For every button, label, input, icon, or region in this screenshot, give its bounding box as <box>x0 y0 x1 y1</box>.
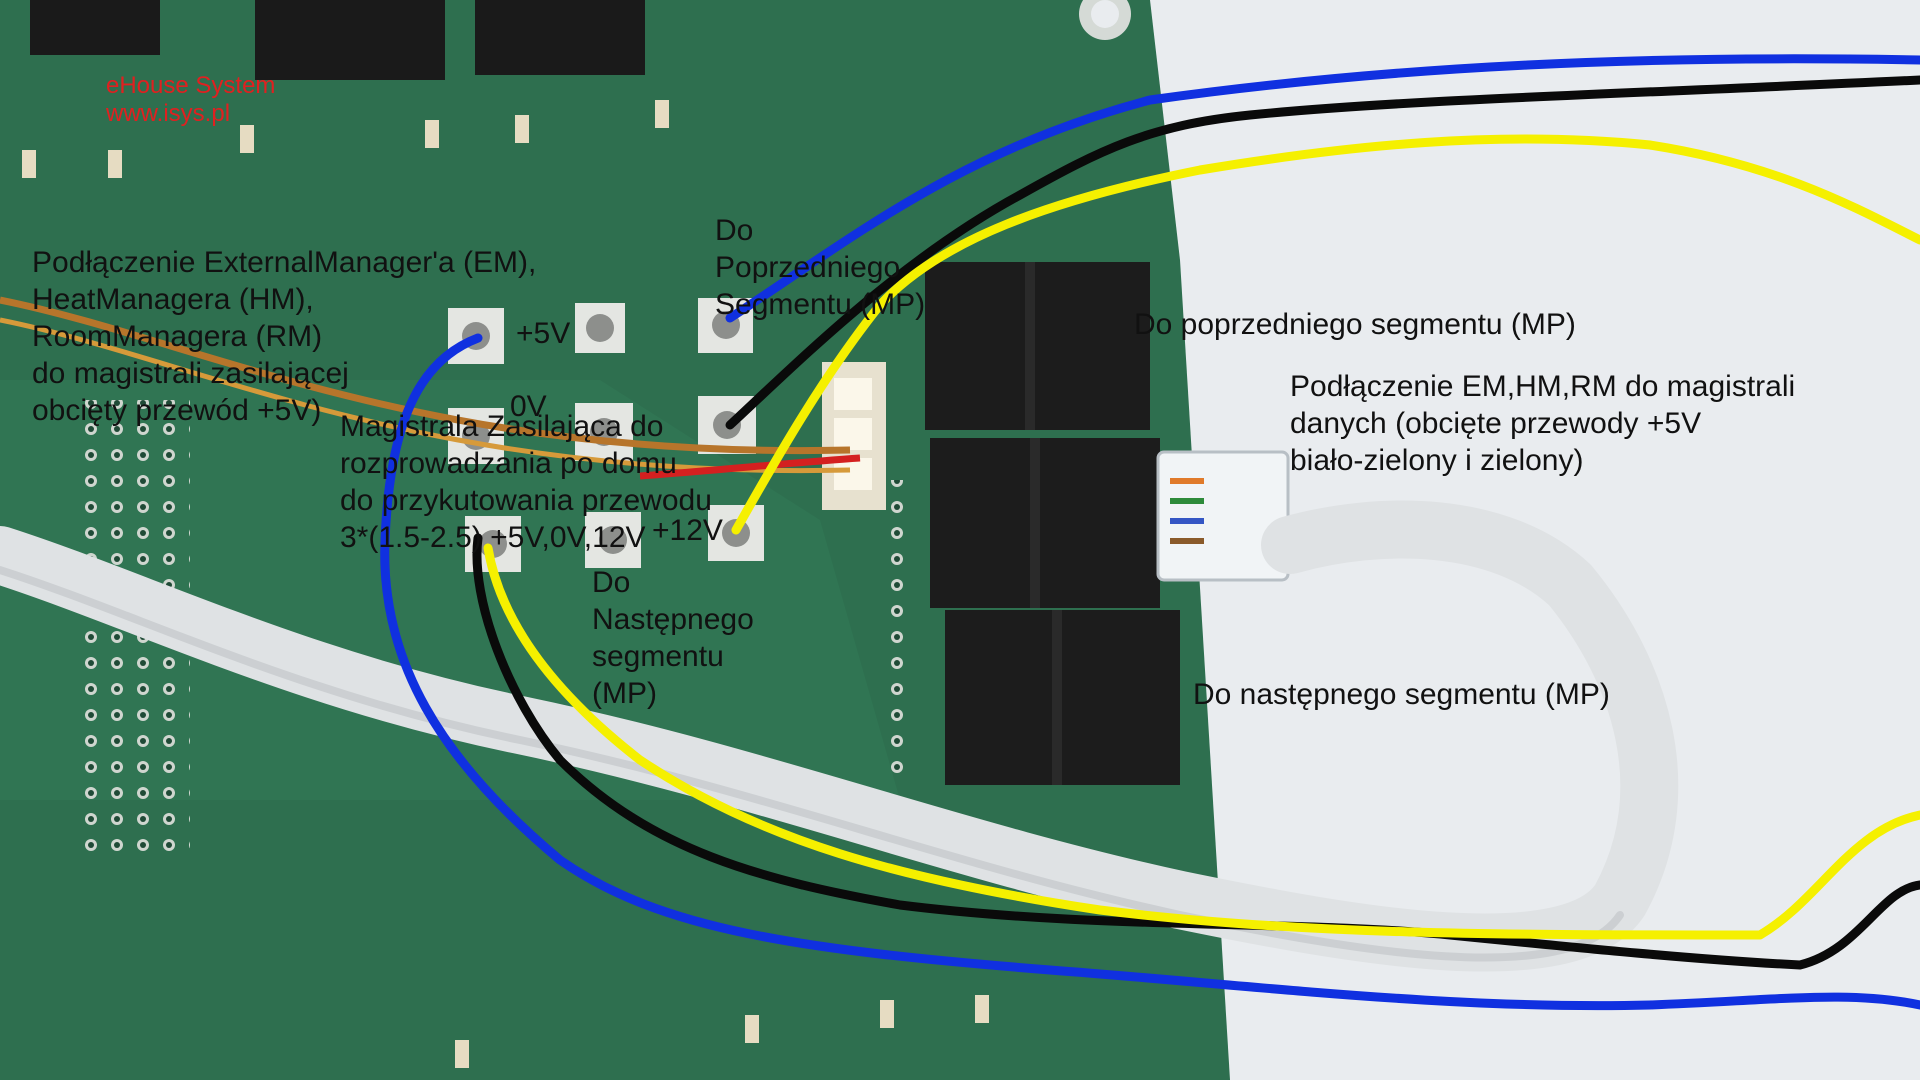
brand-watermark: eHouse System www.isys.pl <box>106 72 275 128</box>
yellow-wire <box>483 134 1920 940</box>
red-wire <box>639 454 861 480</box>
label-terminal-plus12v: +12V <box>652 514 723 547</box>
brand-url: www.isys.pl <box>106 100 231 127</box>
label-to-previous-segment: Do poprzedniego segmentu (MP) <box>1134 308 1576 341</box>
label-terminal-plus5v: +5V <box>516 317 571 350</box>
rj45-socket-top <box>925 262 1150 430</box>
rj45-socket-middle <box>930 438 1160 608</box>
blue-wire <box>380 54 1920 1011</box>
label-to-previous-segment-short: Do Poprzedniego Segmentu (MP) <box>715 214 926 321</box>
black-wire <box>472 75 1920 970</box>
power-header <box>822 362 886 510</box>
label-data-bus: Podłączenie EM,HM,RM do magistrali danyc… <box>1290 370 1796 477</box>
label-to-next-segment-short: Do Następnego segmentu (MP) <box>592 566 754 710</box>
mounting-hole <box>1079 0 1131 40</box>
brown-wire <box>0 296 851 455</box>
rj45-plug <box>1156 450 1290 582</box>
rj45-socket-bottom <box>945 610 1180 785</box>
label-external-manager: Podłączenie ExternalManager'a (EM), Heat… <box>32 246 537 427</box>
smd-parts <box>22 100 989 1068</box>
label-power-bus: Magistrala Zasilająca do rozprowadzania … <box>340 410 712 554</box>
via-column-right <box>880 480 906 780</box>
relay-row <box>30 0 645 80</box>
pcb-trace-shade <box>0 380 900 800</box>
orange-wire <box>0 317 851 474</box>
label-to-next-segment: Do następnego segmentu (MP) <box>1193 678 1610 711</box>
label-terminal-0v: 0V <box>510 390 547 423</box>
brand-name: eHouse System <box>106 72 276 99</box>
white-cable-shadow <box>0 566 1624 962</box>
